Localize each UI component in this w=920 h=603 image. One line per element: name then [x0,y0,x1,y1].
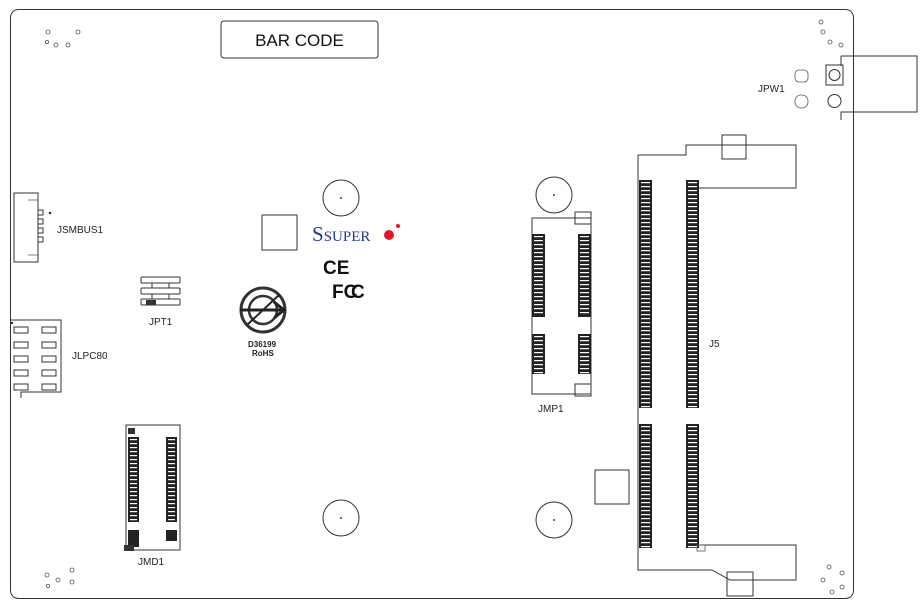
j5-label: J5 [709,339,720,350]
jlpc80-label: JLPC80 [72,351,108,362]
bar-code-label: BAR CODE [255,31,344,50]
fcc-mark: FC [332,282,358,303]
logo-dot-accent [396,224,400,228]
mounting-hole-top-center [322,179,360,217]
jpw1-connector [794,55,918,120]
rohs-label: RoHS [252,349,274,358]
jmp1-label: JMP1 [538,404,564,415]
connector-pin-stripes [130,182,697,548]
corner-dots-top-right [818,19,844,48]
jmd1-label: JMD1 [138,557,165,568]
jpt1-jumper [140,276,181,306]
mounting-hole-top-right [535,176,573,214]
ce-mark: CE [323,258,349,279]
jsmbus1-connector [13,192,52,263]
mounting-hole-bottom-center [322,499,360,537]
jpt1-label: JPT1 [149,317,173,328]
bar-code-box [220,20,379,59]
logo-dot [384,230,394,240]
board-outline [10,9,854,599]
j5-sodimm-slot [637,134,797,597]
corner-dots-bottom-left [44,567,75,589]
chip-square [261,214,298,251]
jsmbus1-label: JSMBUS1 [57,225,104,236]
corner-dots-bottom-right [820,564,845,595]
jlpc80-header [10,319,62,398]
fcc-mark-c: C [351,282,365,303]
mounting-hole-bottom-right [535,501,573,539]
jpw1-label: JPW1 [758,84,785,95]
supermicro-logo: SSUPER [312,222,370,246]
rohs-code: D36199 [248,340,277,349]
rohs-battery-icon [239,286,287,334]
chip-square-lower [594,469,630,505]
corner-dots-top-left [45,29,81,48]
